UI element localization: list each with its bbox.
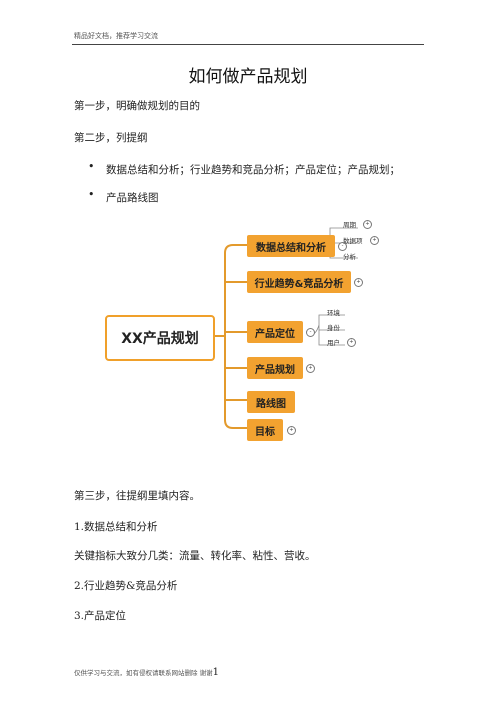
- leaf-users: 用户: [327, 339, 340, 347]
- node-industry-trends: 行业趋势&竞品分析: [247, 271, 351, 293]
- item-1-heading: 1.数据总结和分析: [74, 521, 158, 533]
- expand-toggle-icon[interactable]: +: [306, 364, 315, 373]
- expand-toggle-icon[interactable]: +: [287, 426, 296, 435]
- leaf-analysis: 分析: [343, 253, 356, 261]
- step-1: 第一步，明确做规划的目的: [74, 100, 200, 112]
- page-title: 如何做产品规划: [188, 67, 308, 87]
- leaf-environment: 环境: [327, 309, 340, 317]
- node-data-analysis: 数据总结和分析: [247, 235, 335, 257]
- mind-map-root: XX产品规划: [105, 315, 215, 361]
- page-number: 1: [212, 667, 219, 678]
- bullet-marker-2: •: [88, 188, 95, 201]
- header-rule: [72, 44, 424, 45]
- footer-text: 仅供学习与交流，如有侵权请联系网站删除 谢谢: [74, 669, 213, 677]
- node-roadmap: 路线图: [247, 391, 295, 413]
- leaf-cycle: 周期: [343, 221, 356, 229]
- collapse-toggle-icon[interactable]: -: [338, 242, 347, 251]
- page-footer: 仅供学习与交流，如有侵权请联系网站删除 谢谢1: [74, 667, 219, 678]
- collapse-toggle-icon[interactable]: -: [306, 328, 315, 337]
- bullet-item-1: 数据总结和分析；行业趋势和竞品分析；产品定位；产品规划；: [106, 164, 400, 176]
- step-2: 第二步，列提纲: [74, 132, 148, 144]
- item-3-heading: 3.产品定位: [74, 610, 127, 622]
- expand-toggle-icon[interactable]: +: [370, 236, 379, 245]
- bullet-item-2: 产品路线图: [106, 192, 159, 204]
- bullet-marker-1: •: [88, 160, 95, 173]
- page-header: 精品好文档，推荐学习交流: [74, 32, 158, 40]
- node-planning: 产品规划: [247, 357, 303, 379]
- mind-map: XX产品规划 数据总结和分析 - 行业趋势&竞品分析 + 产品定位 - 产品规划…: [100, 215, 420, 450]
- item-2-heading: 2.行业趋势&竞品分析: [74, 580, 178, 592]
- step-3: 第三步，往提纲里填内容。: [74, 490, 200, 502]
- leaf-identity: 身份: [327, 324, 340, 332]
- expand-toggle-icon[interactable]: +: [363, 220, 372, 229]
- connector-spine: [224, 244, 234, 429]
- node-positioning: 产品定位: [247, 321, 303, 343]
- node-goal: 目标: [247, 419, 283, 441]
- leaf-data-items: 数据项: [343, 237, 363, 245]
- item-1-description: 关键指标大致分几类：流量、转化率、粘性、营收。: [74, 550, 316, 562]
- expand-toggle-icon[interactable]: +: [354, 278, 363, 287]
- expand-toggle-icon[interactable]: +: [347, 338, 356, 347]
